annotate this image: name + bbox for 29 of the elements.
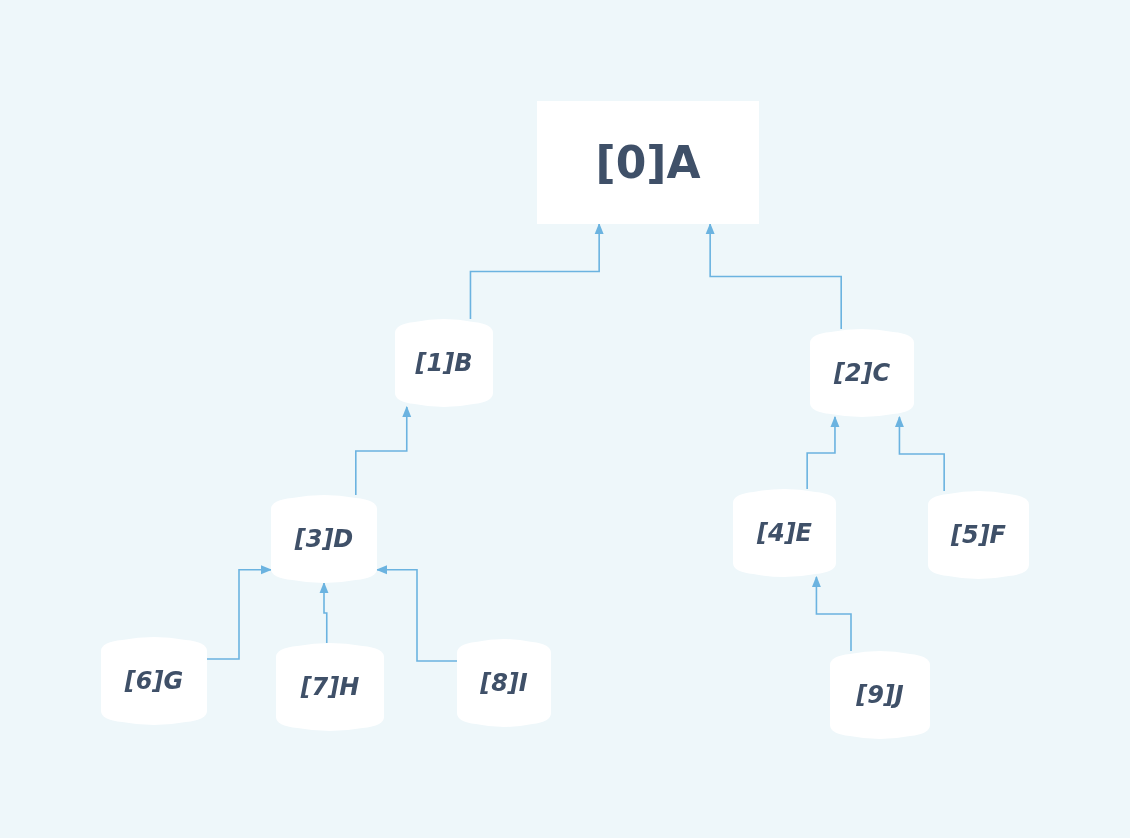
arrow bbox=[705, 222, 842, 330]
arrow bbox=[894, 415, 945, 492]
node-label: [2]C bbox=[833, 359, 891, 387]
arrow bbox=[469, 222, 604, 320]
arrow bbox=[811, 575, 852, 652]
arrow bbox=[375, 565, 458, 662]
node-label: [5]F bbox=[951, 521, 1006, 549]
node-label: [1]B bbox=[415, 349, 473, 377]
arrow bbox=[206, 565, 273, 660]
node-label: [3]D bbox=[294, 525, 354, 553]
node-label: [6]G bbox=[124, 667, 184, 695]
root-box bbox=[537, 101, 759, 224]
node-label: [4]E bbox=[757, 519, 812, 547]
tree-node bbox=[271, 495, 377, 583]
arrow bbox=[355, 405, 412, 496]
tree-node bbox=[395, 319, 493, 407]
node-label: [8]I bbox=[480, 669, 528, 697]
tree-node bbox=[276, 643, 384, 731]
node-label: [9]J bbox=[856, 681, 904, 709]
arrow bbox=[806, 415, 840, 490]
arrow bbox=[319, 581, 329, 644]
tree-node bbox=[810, 329, 914, 417]
tree-node bbox=[733, 489, 836, 577]
node-label: [7]H bbox=[300, 673, 360, 701]
tree-node bbox=[457, 639, 551, 727]
tree-node bbox=[830, 651, 930, 739]
node-label: [0]A bbox=[595, 137, 701, 188]
tree-node bbox=[928, 491, 1029, 579]
tree-node bbox=[101, 637, 207, 725]
